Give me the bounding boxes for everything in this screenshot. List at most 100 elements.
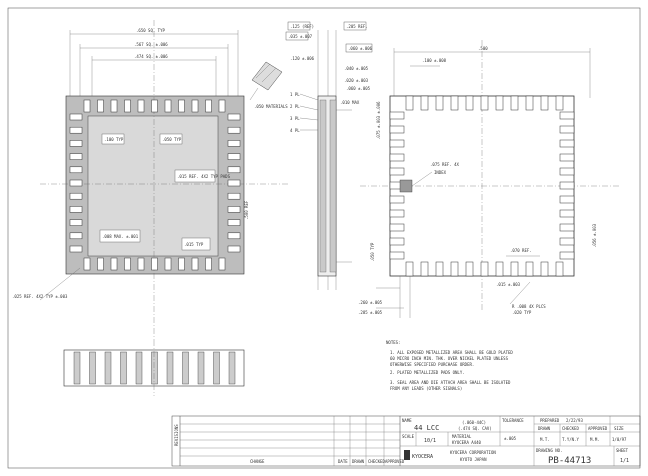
pad xyxy=(540,261,549,277)
pad xyxy=(227,113,241,121)
pad xyxy=(69,206,83,213)
edge-castellation xyxy=(197,351,205,385)
pad xyxy=(227,245,241,253)
top-view: .650 SQ. TYP .567 SQ. ±.006 .474 SQ. ±.0… xyxy=(12,20,290,340)
pad xyxy=(389,139,405,148)
rev-header-checked: CHECKED xyxy=(368,459,385,464)
sheet-value: 1/1 xyxy=(620,458,629,464)
pad xyxy=(559,153,575,162)
prepared-date: 2/22/93 xyxy=(566,418,583,423)
pad xyxy=(405,95,414,111)
pad xyxy=(559,181,575,190)
notes-block: NOTES: 1. ALL EXPOSED METALLIZED AREA SH… xyxy=(386,340,513,391)
top-pin-label: .025 REF. 4X2 TYP ±.003 xyxy=(12,294,68,299)
pad xyxy=(110,257,118,271)
top-note-3: .015 REF. 4X2 TYP PADS xyxy=(177,174,231,179)
pad xyxy=(405,261,414,277)
pad xyxy=(69,113,83,121)
edge-castellation xyxy=(166,351,174,385)
pad xyxy=(97,99,104,113)
pad xyxy=(559,195,575,204)
edge-profile xyxy=(63,340,245,396)
bottom-view: .500 .100 ±.008 .075 ±.003 ±.006 .075 RE… xyxy=(358,40,620,318)
title-block: REVISIONS CHANGE DATE DRAWN CHECKED APPR… xyxy=(171,415,641,467)
bottom-note-2: INDEX xyxy=(434,170,447,175)
pad xyxy=(69,153,83,160)
signoff-header-approved: APPROVED xyxy=(588,426,608,431)
side-level-3: 3 PL xyxy=(290,116,300,121)
pad xyxy=(525,261,534,277)
side-box-4: .035 ±.007 xyxy=(288,34,313,39)
bottom-note-1: .075 REF. 4X xyxy=(430,162,459,167)
pad xyxy=(69,232,83,240)
rev-header-drawn: DRAWN xyxy=(352,459,365,464)
signoff-header-drawn: DRAWN xyxy=(538,426,551,431)
pad xyxy=(495,95,504,111)
pad xyxy=(69,192,83,200)
pad xyxy=(540,95,549,111)
pad xyxy=(559,111,575,120)
sheet-label: SHEET xyxy=(616,448,629,453)
pad xyxy=(559,251,575,260)
pad xyxy=(218,99,226,113)
bottom-pads xyxy=(389,95,575,277)
side-level-1: 1 PL xyxy=(290,92,300,97)
side-view: .125 (REF) .205 REF. .060 ±.006 .035 ±.0… xyxy=(285,21,373,290)
top-note-1: .100 TYP xyxy=(104,137,124,142)
note-line-1: 1. ALL EXPOSED METALLIZED AREA SHALL BE … xyxy=(390,350,513,355)
pad xyxy=(69,140,83,147)
pad xyxy=(450,95,459,111)
pad xyxy=(97,257,104,271)
pad xyxy=(559,125,575,134)
signoff-drawn: M.T. xyxy=(540,437,550,442)
pad xyxy=(389,237,405,246)
note-line-2: 60 MICRO INCH MIN. THK. OVER NICKEL PLAT… xyxy=(390,356,509,361)
pad xyxy=(151,257,158,271)
note-line-3: OTHERWISE SPECIFIED PURCHASE ORDER. xyxy=(390,362,474,367)
edge-castellation xyxy=(228,351,236,385)
top-dim-1: .650 SQ. TYP xyxy=(136,28,165,33)
pad xyxy=(465,261,474,277)
pad xyxy=(124,257,131,271)
edge-castellation xyxy=(151,351,158,385)
pad xyxy=(69,245,83,253)
material-label: MATERIAL xyxy=(452,434,472,439)
bottom-dim-8: .285 ±.005 xyxy=(358,310,383,315)
note-line-4: 2. PLATED METALLIZED PADS ONLY. xyxy=(390,370,465,375)
pad xyxy=(164,257,172,271)
side-box-1: .125 (REF) xyxy=(290,24,314,29)
edge-castellation xyxy=(213,351,220,385)
pad xyxy=(137,257,145,271)
pad xyxy=(191,99,199,113)
pad xyxy=(389,153,405,162)
pad xyxy=(555,261,564,277)
signoff-header-size: SIZE xyxy=(614,426,624,431)
bottom-dim-4: .070 REF. xyxy=(510,248,532,253)
pad xyxy=(227,126,241,134)
pad xyxy=(480,261,489,277)
pad xyxy=(205,99,212,113)
tolerance-value: ±.005 xyxy=(504,436,517,441)
tolerance-label: TOLERANCE xyxy=(502,418,524,423)
signoff-size: 1/0/97 xyxy=(612,437,627,442)
sheet-border xyxy=(7,7,641,469)
bottom-dim-6: .056 ±.003 xyxy=(592,223,597,248)
signoff-approved: M.M. xyxy=(590,437,600,442)
scale-label: SCALE xyxy=(402,434,415,439)
pad xyxy=(69,126,83,134)
top-note-6: .008 MAX. ±.001 xyxy=(102,234,139,239)
signoff-checked: T.Y/N.Y xyxy=(562,437,579,442)
pad xyxy=(227,166,241,174)
pad xyxy=(389,195,405,204)
edge-castellation xyxy=(73,351,81,385)
bottom-dim-7: .260 ±.005 xyxy=(358,300,383,305)
pad xyxy=(218,257,226,271)
bottom-dim-9: .020 TYP xyxy=(512,310,532,315)
pad xyxy=(389,167,405,176)
pad xyxy=(510,261,519,277)
note-line-6: FROM ANY LEADS (OTHER SIGNALS) xyxy=(390,386,462,391)
pad xyxy=(559,139,575,148)
pad xyxy=(69,179,83,187)
corner-detail: .050 MATERIALS xyxy=(249,61,288,109)
